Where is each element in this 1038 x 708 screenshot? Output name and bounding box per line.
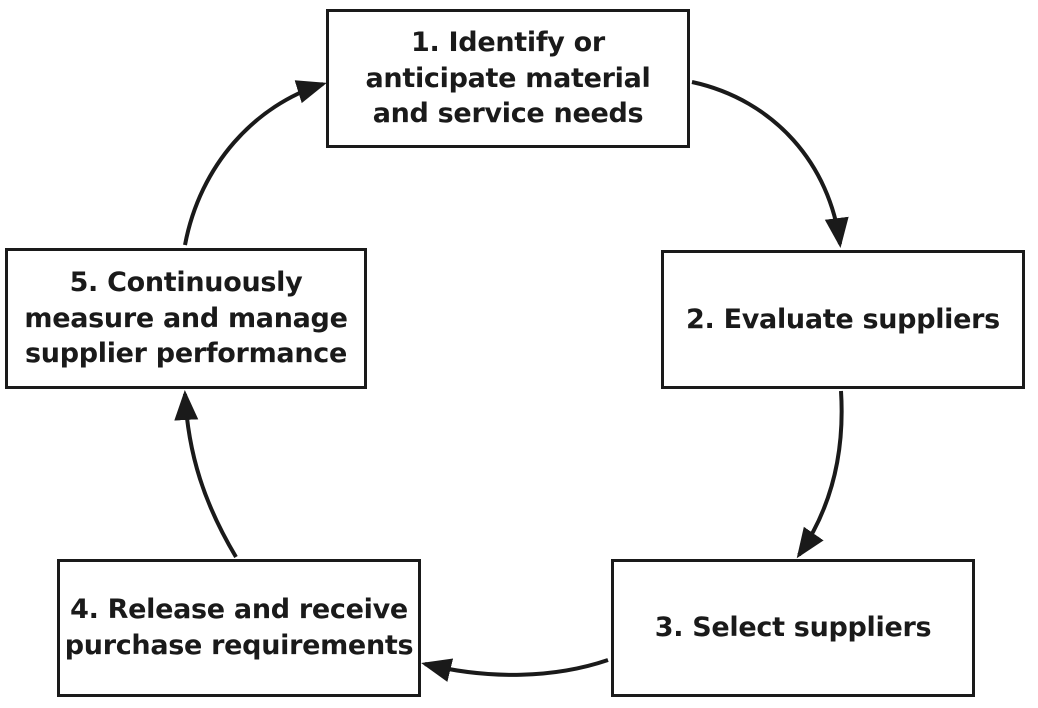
step-3-line-1: 3. Select suppliers [654, 612, 932, 644]
step-5-line-1: 5. Continuously [69, 267, 303, 299]
step-2-line-1: 2. Evaluate suppliers [686, 303, 1000, 335]
arrow-step-4-to-5 [174, 390, 238, 559]
step-box-select-suppliers: 3. Select suppliers [611, 559, 975, 697]
arrow-step-3-to-4 [421, 658, 609, 682]
step-box-identify-needs: 1. Identify or anticipate material and s… [326, 9, 690, 148]
step-box-release-receive: 4. Release and receive purchase requirem… [57, 559, 421, 697]
step-label: 3. Select suppliers [655, 610, 932, 646]
arrow-step-1-to-2 [691, 80, 849, 248]
arrow-step-2-to-3 [796, 390, 844, 559]
step-label: 1. Identify or anticipate material and s… [366, 25, 651, 132]
step-4-line-2: purchase requirements [64, 630, 414, 661]
step-1-line-1: 1. Identify or [411, 27, 605, 59]
step-1-line-2: anticipate material [365, 62, 651, 94]
step-5-line-2: measure and manage [24, 302, 348, 334]
step-label: 2. Evaluate suppliers [686, 302, 1000, 338]
arrow-step-5-to-1 [183, 80, 327, 246]
step-5-line-3: supplier performance [25, 338, 347, 370]
step-1-line-3: and service needs [372, 98, 644, 130]
step-box-measure-performance: 5. Continuously measure and manage suppl… [5, 248, 367, 389]
step-box-evaluate-suppliers: 2. Evaluate suppliers [661, 250, 1025, 389]
step-4-line-1: 4. Release and receive [70, 594, 408, 626]
step-label: 4. Release and receive purchase requirem… [65, 592, 414, 663]
step-label: 5. Continuously measure and manage suppl… [24, 265, 348, 372]
